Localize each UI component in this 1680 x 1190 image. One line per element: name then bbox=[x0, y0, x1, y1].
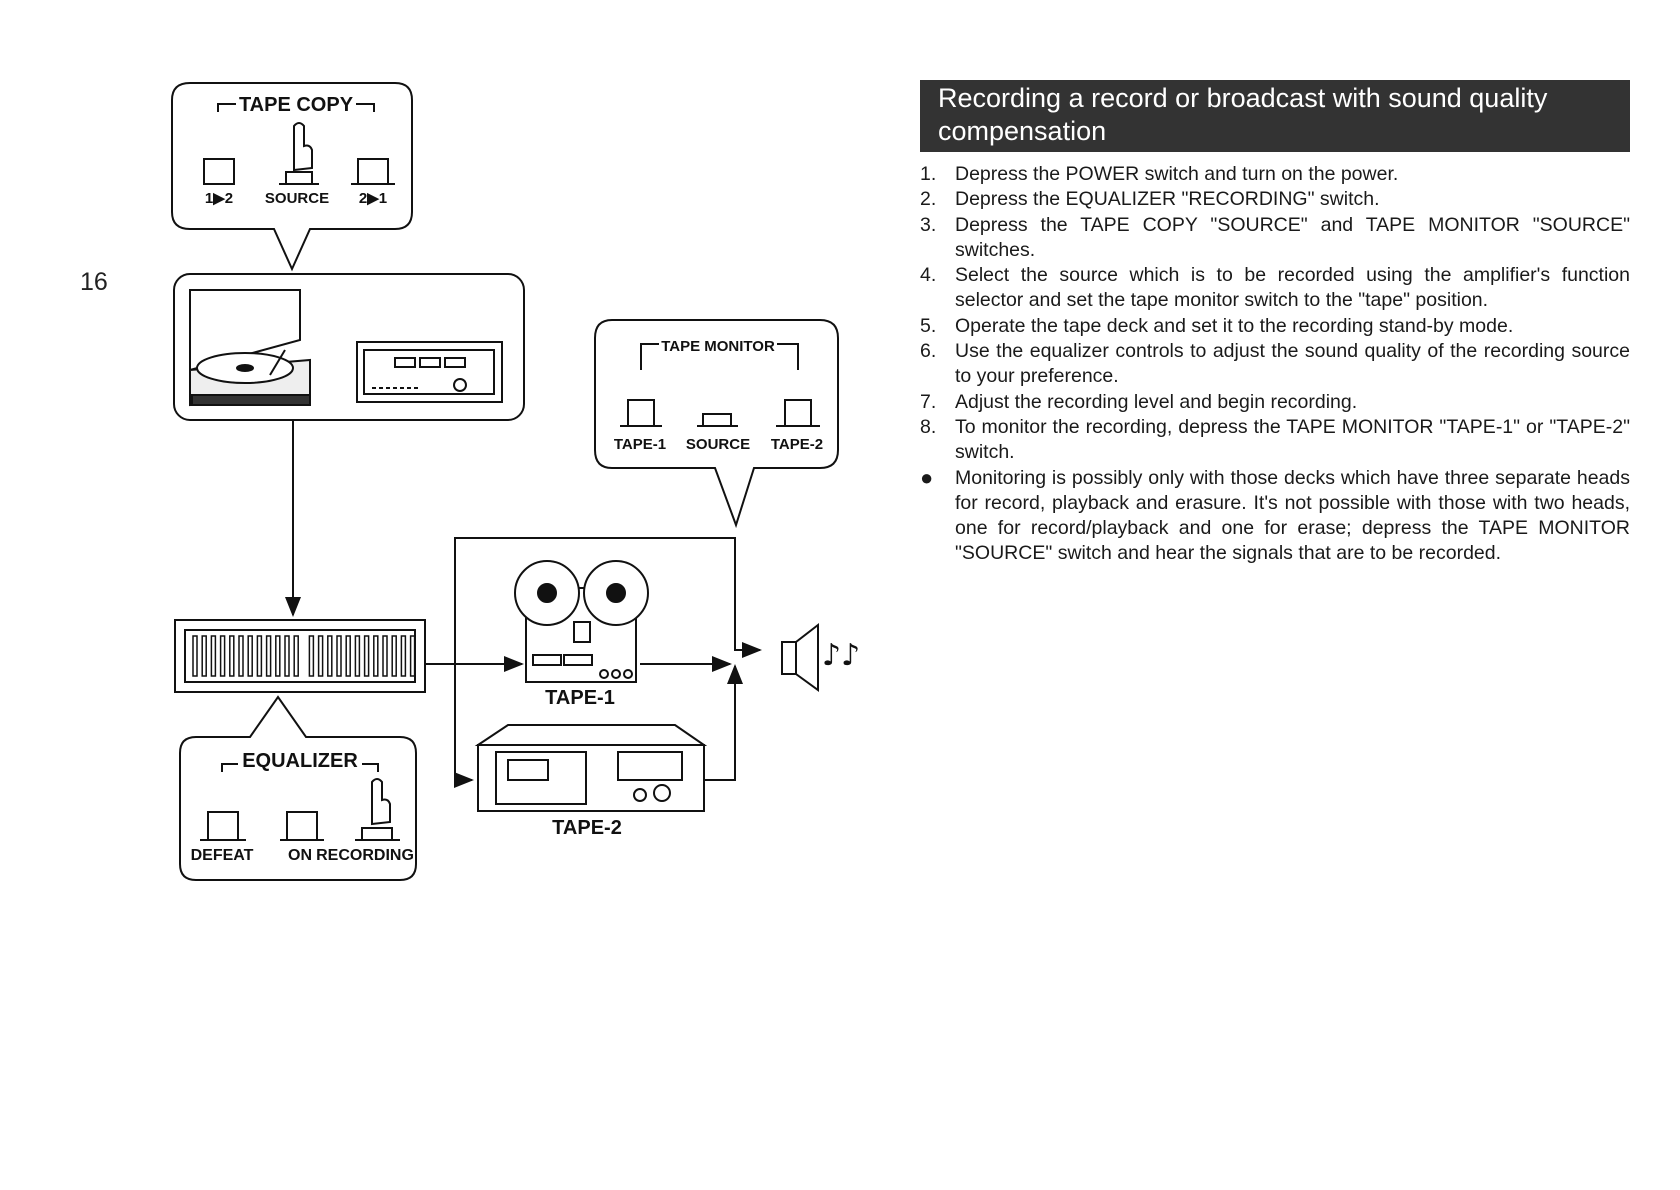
step-text: Select the source which is to be recorde… bbox=[955, 264, 1630, 312]
step-item: 1. Depress the POWER switch and turn on t… bbox=[920, 162, 1630, 187]
eq-slider bbox=[256, 635, 263, 677]
equalizer-title: EQUALIZER bbox=[242, 750, 358, 772]
step-marker: 5. bbox=[920, 314, 937, 337]
tape1-label: TAPE-1 bbox=[545, 687, 615, 709]
tape2-label: TAPE-2 bbox=[552, 817, 622, 839]
equalizer-label-recording: RECORDING bbox=[316, 847, 414, 864]
eq-slider bbox=[345, 635, 351, 677]
step-item: 7. Adjust the recording level and begin r… bbox=[920, 390, 1630, 415]
step-marker: 7. bbox=[920, 390, 937, 413]
amplifier-icon bbox=[356, 341, 503, 403]
cassette-deck-icon bbox=[474, 724, 708, 812]
eq-slider bbox=[354, 635, 361, 677]
equalizer-icon bbox=[174, 619, 426, 693]
tape-monitor-label-tape1: TAPE-1 bbox=[614, 436, 666, 453]
step-item: 6. Use the equalizer controls to adjust t… bbox=[920, 339, 1630, 390]
eq-slider bbox=[229, 635, 235, 677]
step-marker: 3. bbox=[920, 213, 937, 236]
step-text: Depress the EQUALIZER "RECORDING" switch… bbox=[955, 188, 1380, 211]
eq-slider bbox=[210, 635, 217, 677]
tape-monitor-buttons bbox=[620, 399, 820, 427]
step-item: 3. Depress the TAPE COPY "SOURCE" and TAP… bbox=[920, 213, 1630, 264]
instructions-column: Recording a record or broadcast with sou… bbox=[920, 80, 1630, 567]
section-title: Recording a record or broadcast with sou… bbox=[920, 80, 1630, 152]
step-item: 8. To monitor the recording, depress the … bbox=[920, 415, 1630, 466]
eq-slider bbox=[219, 635, 226, 677]
pointing-hand-icon-2 bbox=[371, 778, 391, 826]
step-text: Depress the TAPE COPY "SOURCE" and TAPE … bbox=[955, 213, 1630, 261]
eq-slider bbox=[201, 635, 207, 677]
step-marker: ● bbox=[920, 464, 934, 490]
step-item: 4. Select the source which is to be recor… bbox=[920, 263, 1630, 314]
signal-lines bbox=[285, 420, 762, 788]
step-marker: 1. bbox=[920, 163, 937, 185]
equalizer-buttons bbox=[200, 811, 400, 841]
tape-copy-label-source: SOURCE bbox=[265, 190, 329, 207]
eq-slider bbox=[308, 635, 315, 677]
tape-copy-buttons bbox=[203, 158, 395, 185]
tape-copy-label-2to1: 2▶1 bbox=[359, 190, 387, 207]
source-equipment-box bbox=[173, 273, 525, 421]
eq-slider bbox=[192, 635, 198, 677]
reel-to-reel-deck-icon bbox=[514, 560, 649, 683]
turntable-icon bbox=[189, 289, 311, 407]
eq-slider bbox=[293, 635, 299, 677]
tape-monitor-label-tape2: TAPE-2 bbox=[771, 436, 823, 453]
pointing-hand-icon bbox=[293, 122, 313, 172]
eq-slider bbox=[382, 635, 388, 677]
tape-copy-1to2-switch[interactable] bbox=[203, 158, 235, 185]
step-text: Depress the POWER switch and turn on the… bbox=[955, 163, 1399, 185]
eq-slider bbox=[409, 635, 416, 677]
step-text: Use the equalizer controls to adjust the… bbox=[955, 340, 1630, 388]
step-marker: 8. bbox=[920, 415, 937, 438]
equalizer-label-defeat: DEFEAT bbox=[191, 847, 254, 864]
step-marker: 2. bbox=[920, 188, 937, 211]
eq-slider bbox=[400, 635, 407, 677]
tape-monitor-callout bbox=[594, 319, 839, 529]
eq-slider bbox=[275, 635, 281, 677]
equalizer-label-on: ON bbox=[288, 847, 312, 864]
eq-slider bbox=[391, 635, 397, 677]
eq-slider bbox=[284, 635, 290, 677]
tape-copy-title: TAPE COPY bbox=[239, 94, 354, 116]
eq-slider bbox=[247, 635, 253, 677]
tape-copy-callout bbox=[171, 82, 413, 272]
speaker-icon bbox=[781, 622, 819, 692]
eq-slider bbox=[327, 635, 333, 677]
connection-diagram: TAPE COPY 1▶2 SOURCE 2▶1 bbox=[171, 82, 860, 881]
eq-slider bbox=[373, 635, 379, 677]
eq-slider bbox=[317, 635, 324, 677]
tape-copy-label-1to2: 1▶2 bbox=[205, 190, 233, 207]
equalizer-sliders bbox=[192, 635, 416, 677]
step-marker: 6. bbox=[920, 340, 937, 363]
step-marker: 4. bbox=[920, 264, 937, 287]
music-notes: ♪♪ bbox=[822, 638, 860, 673]
tape-monitor-title: TAPE MONITOR bbox=[661, 338, 775, 355]
step-text: To monitor the recording, depress the TA… bbox=[955, 415, 1630, 464]
eq-slider bbox=[265, 635, 272, 677]
eq-slider bbox=[238, 635, 244, 677]
step-text: Monitoring is possibly only with those d… bbox=[955, 466, 1630, 565]
eq-slider bbox=[336, 635, 342, 677]
step-list: 1. Depress the POWER switch and turn on t… bbox=[920, 162, 1630, 567]
step-item: 2. Depress the EQUALIZER "RECORDING" swit… bbox=[920, 187, 1630, 212]
step-text: Adjust the recording level and begin rec… bbox=[955, 390, 1358, 413]
step-text: Operate the tape deck and set it to the … bbox=[955, 314, 1514, 337]
step-item: 5. Operate the tape deck and set it to th… bbox=[920, 314, 1630, 339]
page-number: 16 bbox=[80, 268, 108, 296]
eq-slider bbox=[363, 635, 370, 677]
step-item: ● Monitoring is possibly only with those … bbox=[920, 464, 1630, 567]
tape-monitor-label-source: SOURCE bbox=[686, 436, 750, 453]
